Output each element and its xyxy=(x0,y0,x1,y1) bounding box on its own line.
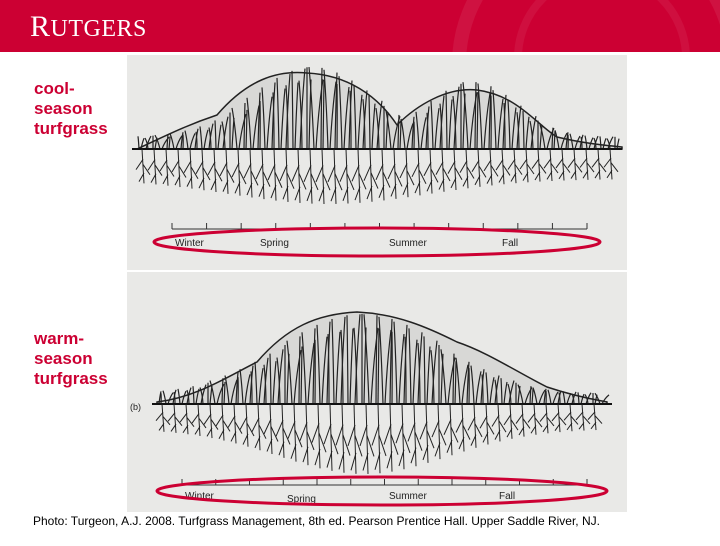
bottom-season-fall: Fall xyxy=(499,491,515,502)
bottom-season-summer: Summer xyxy=(389,491,427,502)
top-season-winter: Winter xyxy=(175,238,205,249)
season-highlight-ellipse-bottom xyxy=(155,475,609,507)
photo-caption: Photo: Turgeon, A.J. 2008. Turfgrass Man… xyxy=(33,514,600,528)
top-season-fall: Fall xyxy=(502,238,518,249)
cool-season-label: cool- season turfgrass xyxy=(34,79,108,138)
watermark-seal-inner xyxy=(514,0,690,52)
cool-season-canopy xyxy=(136,71,623,150)
top-season-spring: Spring xyxy=(260,238,289,249)
bottom-season-spring: Spring xyxy=(287,494,316,505)
cool-season-figure: Winter Spring Summer Fall xyxy=(127,55,627,270)
top-season-summer: Summer xyxy=(389,238,427,249)
rutgers-logo: RUTGERS xyxy=(30,10,147,43)
warm-season-label: warm- season turfgrass xyxy=(34,329,108,388)
panel-marker: (b) xyxy=(130,402,141,412)
warm-season-figure: (b) Winter Spring Summer Fall xyxy=(127,272,627,512)
warm-season-canopy xyxy=(156,311,608,405)
slide-header: RUTGERS xyxy=(0,0,720,52)
season-highlight-ellipse-top xyxy=(152,226,602,258)
bottom-season-winter: Winter xyxy=(185,491,215,502)
